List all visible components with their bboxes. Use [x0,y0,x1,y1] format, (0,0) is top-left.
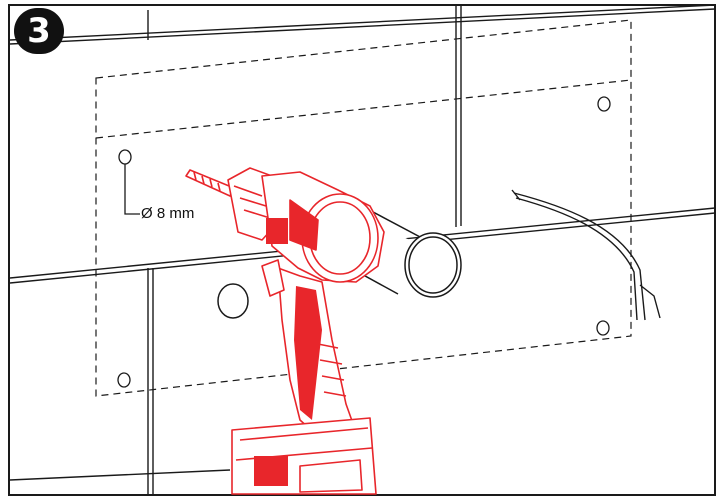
hole-diameter-label: Ø 8 mm [141,205,195,222]
hole-bottom-right [596,320,610,336]
step-number-badge: 3 [14,8,64,54]
mounting-template [95,19,632,397]
panel-frame [8,4,716,496]
mounting-holes [117,96,611,388]
cordless-drill-icon [185,167,385,495]
electrical-cable-icon [511,189,661,321]
hole-bottom-left [117,372,131,388]
dimension-leader [124,164,140,215]
wall-opening [217,283,249,319]
hole-top-right [597,96,611,112]
hole-top-left [118,149,132,165]
